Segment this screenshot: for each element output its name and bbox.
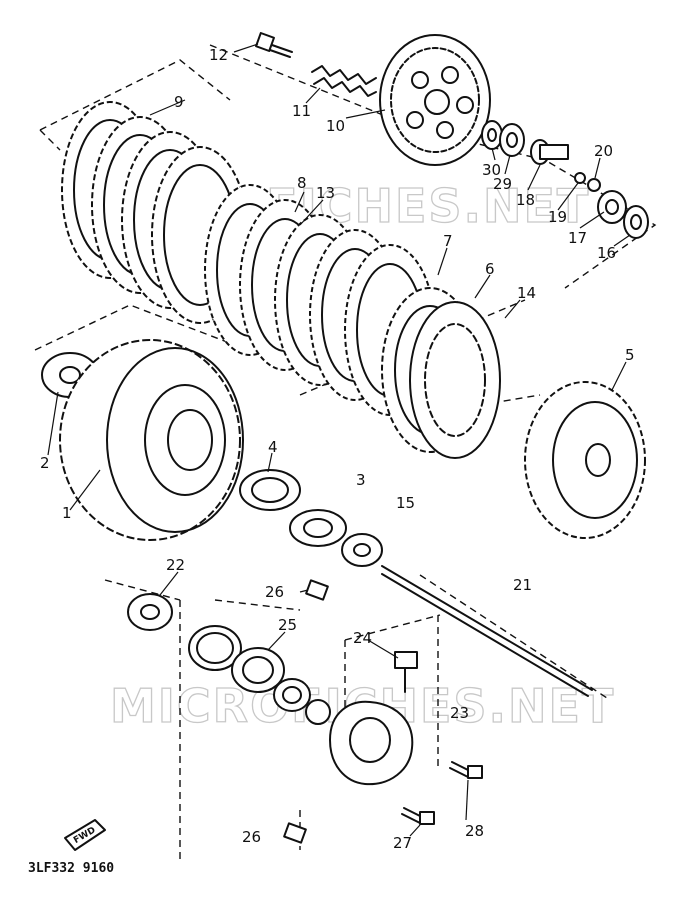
part-4-needle-bearing	[239, 469, 301, 511]
callout-8: 8	[297, 174, 307, 192]
callout-22: 22	[166, 556, 185, 574]
part-27-bolt	[401, 807, 435, 825]
part-22-seal	[127, 593, 173, 631]
callout-6: 6	[485, 260, 495, 278]
part-26-pin-bottom	[283, 822, 307, 844]
callout-2: 2	[40, 454, 50, 472]
part-16-lock-washer	[623, 205, 649, 239]
fwd-badge: FWD	[64, 819, 106, 851]
part-30-washer	[481, 120, 503, 150]
callout-26-top: 26	[265, 583, 284, 601]
callout-25: 25	[278, 616, 297, 634]
callout-20: 20	[594, 142, 613, 160]
part-1-primary-driven-gear	[59, 339, 244, 541]
part-6-14-plates	[381, 287, 501, 459]
part-29-bearing	[499, 123, 525, 157]
callout-5: 5	[625, 346, 635, 364]
part-21-push-rod	[381, 565, 593, 697]
callout-12: 12	[209, 46, 228, 64]
callout-19: 19	[548, 208, 567, 226]
callout-27: 27	[393, 834, 412, 852]
callout-15: 15	[396, 494, 415, 512]
callout-3: 3	[356, 471, 366, 489]
part-17-nut	[597, 190, 627, 224]
part-24-bleeder	[394, 651, 418, 693]
callout-7: 7	[443, 232, 453, 250]
part-12-bolt	[255, 32, 293, 58]
part-18-push-rod	[530, 139, 569, 165]
callout-18: 18	[516, 191, 535, 209]
part-19-ball	[574, 172, 586, 184]
part-20-ball	[587, 178, 601, 192]
callout-9: 9	[174, 93, 184, 111]
callout-4: 4	[268, 438, 278, 456]
callout-1: 1	[62, 504, 72, 522]
callout-13: 13	[316, 184, 335, 202]
leader-lines	[47, 43, 631, 837]
callout-28: 28	[465, 822, 484, 840]
part-15-washer	[341, 533, 383, 567]
part-26-pin-top	[305, 579, 329, 601]
callout-29: 29	[493, 175, 512, 193]
callout-11: 11	[292, 102, 311, 120]
part-25-seal-set	[188, 625, 331, 725]
callouts: 9 12 11 10 8 13 30 29 18 19 20 17 16 7 6…	[40, 46, 635, 852]
callout-30: 30	[482, 161, 501, 179]
part-11-spring	[311, 65, 377, 97]
diagram-code: 3LF332 9160	[28, 861, 114, 876]
part-5-clutch-boss	[524, 381, 646, 539]
callout-26-bottom: 26	[242, 828, 261, 846]
part-3-spacer	[289, 509, 347, 547]
callout-16: 16	[597, 244, 616, 262]
callout-17: 17	[568, 229, 587, 247]
callout-21: 21	[513, 576, 532, 594]
callout-23: 23	[450, 704, 469, 722]
part-28-bolt	[449, 761, 483, 779]
part-10-pressure-plate	[379, 34, 491, 166]
part-23-release-cover	[329, 700, 414, 786]
callout-24: 24	[353, 629, 372, 647]
callout-10: 10	[326, 117, 345, 135]
callout-14: 14	[517, 284, 536, 302]
